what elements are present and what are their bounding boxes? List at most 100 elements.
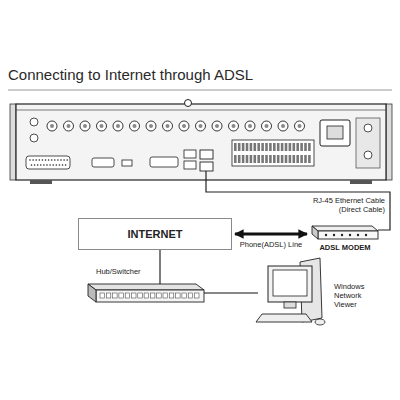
bnc-pin [215, 124, 219, 128]
node-label: Windows Network Viewer [334, 282, 386, 309]
port [100, 293, 105, 298]
bnc-connector [163, 121, 173, 131]
port [169, 293, 174, 298]
terminal [304, 143, 307, 151]
led [325, 234, 327, 236]
bnc-pin [232, 124, 236, 128]
pin [62, 164, 64, 166]
bnc-connector [245, 121, 255, 131]
terminal [273, 143, 276, 151]
pin [65, 164, 67, 166]
terminal [242, 155, 245, 163]
bnc-pin [67, 124, 71, 128]
pin [37, 164, 39, 166]
pin [29, 159, 31, 161]
modem-icon [312, 226, 378, 239]
port [119, 293, 124, 298]
terminal [285, 143, 288, 151]
led [365, 234, 367, 236]
pin [43, 164, 45, 166]
led [349, 234, 351, 236]
pin [57, 159, 59, 161]
pin [48, 159, 50, 161]
terminal [293, 143, 296, 151]
bnc-pin [281, 124, 285, 128]
terminal [238, 143, 241, 151]
double-arrow [235, 233, 307, 236]
cloud-box: INTERNET [78, 218, 232, 250]
terminal [277, 143, 280, 151]
bnc-connector [80, 121, 90, 131]
terminal [250, 143, 253, 151]
terminal [300, 155, 303, 163]
bnc-connector [146, 121, 156, 131]
bnc-connector [179, 121, 189, 131]
terminal [242, 143, 245, 151]
pin [42, 159, 44, 161]
bnc-pin [50, 124, 54, 128]
pc-icon [256, 258, 325, 325]
pin [34, 164, 36, 166]
port [188, 293, 193, 298]
port [157, 293, 162, 298]
terminal [254, 155, 257, 163]
modem-node: ADSL MODEM [310, 224, 380, 240]
terminal [234, 143, 237, 151]
pin [39, 159, 41, 161]
node-label: Hub/Switcher [96, 267, 141, 276]
terminal [308, 143, 311, 151]
bnc-pin [133, 124, 137, 128]
led [341, 234, 343, 236]
terminal [265, 143, 268, 151]
pin [46, 164, 48, 166]
port [125, 293, 130, 298]
port [176, 293, 181, 298]
pin [54, 159, 56, 161]
pin [51, 159, 53, 161]
terminal [285, 155, 288, 163]
pin [31, 164, 33, 166]
terminal [265, 155, 268, 163]
pin [59, 164, 61, 166]
terminal [273, 155, 276, 163]
terminal [261, 155, 264, 163]
pin [66, 159, 68, 161]
pin [63, 159, 65, 161]
port [132, 293, 137, 298]
bnc-pin [265, 124, 269, 128]
edge-label: Phone(ADSL) Line [239, 240, 304, 249]
bnc-connector [97, 121, 107, 131]
terminal [246, 155, 249, 163]
port [150, 293, 155, 298]
hub-node: Hub/Switcher [88, 284, 204, 302]
pin [32, 159, 34, 161]
bnc-pin [298, 124, 302, 128]
port [106, 293, 111, 298]
terminal [277, 155, 280, 163]
network-line [204, 292, 258, 293]
bnc-pin [248, 124, 252, 128]
bnc-connector [64, 121, 74, 131]
terminal [289, 143, 292, 151]
bnc-pin [166, 124, 170, 128]
port [113, 293, 118, 298]
terminal [281, 143, 284, 151]
terminal [296, 143, 299, 151]
terminal [269, 143, 272, 151]
terminal [238, 155, 241, 163]
title-rule [8, 90, 392, 91]
port [144, 293, 149, 298]
dvr-rear-panel [10, 100, 392, 185]
terminal [250, 155, 253, 163]
terminal [234, 155, 237, 163]
bnc-connector [196, 121, 206, 131]
hub-icon [88, 284, 204, 302]
terminal [296, 155, 299, 163]
bnc-connector [229, 121, 239, 131]
bnc-connector [113, 121, 123, 131]
terminal [304, 155, 307, 163]
bnc-pin [116, 124, 120, 128]
bnc-connector [212, 121, 222, 131]
pin [60, 159, 62, 161]
port [182, 293, 187, 298]
